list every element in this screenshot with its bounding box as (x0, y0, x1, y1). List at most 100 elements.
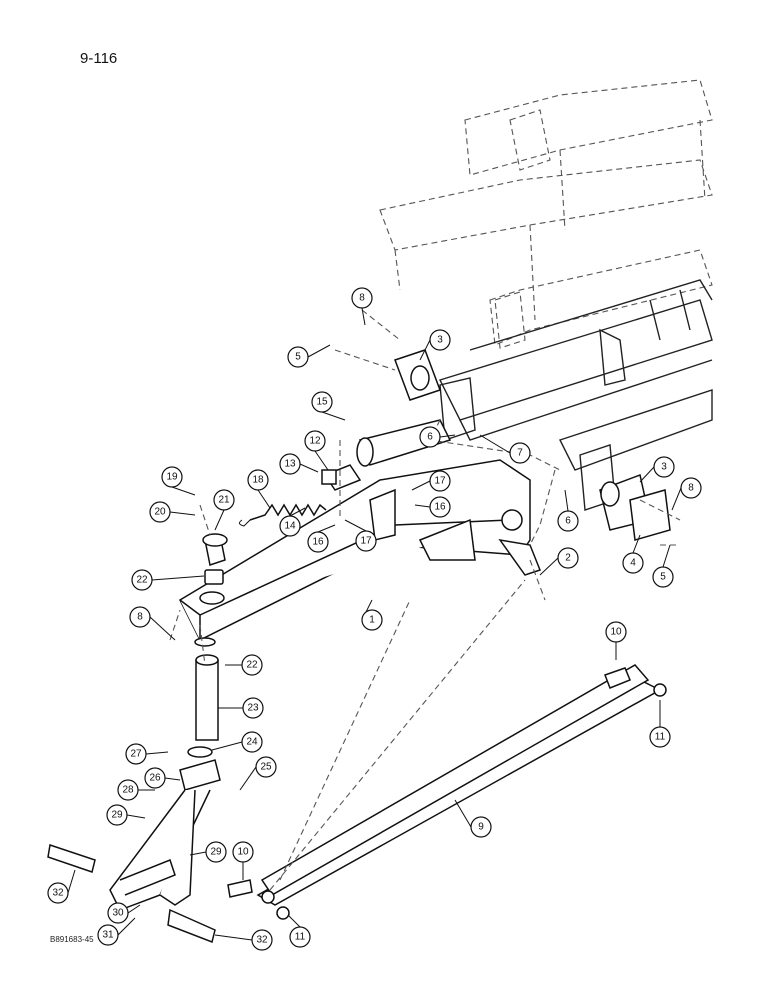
callout-number: 12 (309, 436, 321, 447)
callout-6: 6 (419, 426, 441, 448)
callout-circle (653, 456, 675, 478)
callout-27: 27 (125, 743, 147, 765)
callout-leader (189, 851, 207, 856)
callout-circle (107, 902, 129, 924)
callout-circle (419, 426, 441, 448)
callout-leader (639, 466, 655, 483)
callout-circle (307, 531, 329, 553)
callout-circle (287, 346, 309, 368)
callout-number: 16 (312, 537, 324, 548)
figure-code: B891683-45 (50, 935, 94, 944)
callout-2: 2 (557, 547, 579, 569)
callout-circle (311, 391, 333, 413)
callout-leader (257, 489, 271, 509)
callout-3: 3 (429, 329, 451, 351)
callout-circle (232, 841, 254, 863)
callout-circle (557, 547, 579, 569)
callout-number: 32 (52, 888, 64, 899)
callout-22: 22 (241, 654, 263, 676)
callout-20: 20 (149, 501, 171, 523)
callout-8: 8 (351, 287, 373, 309)
callout-number: 5 (660, 572, 666, 583)
implement-frame-solid (439, 279, 713, 511)
callout-circle (622, 552, 644, 574)
callout-circle (106, 804, 128, 826)
callout-circle (509, 442, 531, 464)
callout-14: 14 (279, 515, 301, 537)
callout-circle (470, 816, 492, 838)
callout-number: 14 (284, 521, 296, 532)
mounting-bracket-upper (394, 349, 441, 401)
callout-leader (321, 411, 346, 421)
callout-32: 32 (47, 882, 69, 904)
callout-6: 6 (557, 510, 579, 532)
callout-18: 18 (247, 469, 269, 491)
callout-leader (169, 511, 196, 516)
callout-number: 3 (437, 335, 443, 346)
callout-number: 19 (166, 472, 178, 483)
callout-circle (429, 496, 451, 518)
callout-number: 7 (517, 448, 523, 459)
callout-number: 4 (630, 558, 636, 569)
callout-number: 3 (661, 462, 667, 473)
spring-bracket (321, 464, 362, 491)
callout-3: 3 (653, 456, 675, 478)
callout-leader (145, 751, 169, 755)
callout-leader (632, 534, 641, 554)
callout-number: 17 (360, 536, 372, 547)
callout-circle (161, 466, 183, 488)
callout-number: 15 (316, 397, 328, 408)
callout-circle (144, 767, 166, 789)
callout-number: 11 (655, 732, 666, 743)
callout-leader (454, 799, 472, 828)
callout-30: 30 (107, 902, 129, 924)
callout-number: 2 (565, 553, 571, 564)
callout-number: 23 (247, 703, 259, 714)
callout-8: 8 (680, 477, 702, 499)
callout-number: 29 (210, 847, 222, 858)
callout-16: 16 (307, 531, 329, 553)
callout-number: 22 (246, 660, 258, 671)
callout-number: 6 (427, 432, 433, 443)
callout-leader (214, 509, 225, 531)
callout-number: 9 (478, 822, 484, 833)
callout-leader (211, 741, 243, 751)
callout-number: 8 (688, 483, 694, 494)
callout-10: 10 (605, 621, 627, 643)
drawbar (256, 579, 667, 906)
callout-25: 25 (255, 756, 277, 778)
callout-26: 26 (144, 767, 166, 789)
callout-number: 10 (610, 627, 622, 638)
callout-32: 32 (251, 929, 273, 951)
callout-circle (429, 470, 451, 492)
bolt-upper (604, 667, 631, 689)
spindle-left (47, 844, 96, 873)
callout-leader (299, 463, 319, 473)
callout-circle (125, 743, 147, 765)
mounting-bracket-lower (599, 473, 671, 541)
callout-number: 18 (252, 475, 264, 486)
callout-16: 16 (429, 496, 451, 518)
callout-5: 5 (287, 346, 309, 368)
callout-circle (242, 697, 264, 719)
callout-circle (129, 606, 151, 628)
bolt-lower (227, 879, 290, 920)
callout-circle (213, 489, 235, 511)
callout-circle (652, 566, 674, 588)
callout-leader (314, 450, 329, 471)
callout-29: 29 (205, 841, 227, 863)
callout-circle (680, 477, 702, 499)
callout-13: 13 (279, 453, 301, 475)
callout-circle (251, 929, 273, 951)
callout-9: 9 (470, 816, 492, 838)
callout-leader (479, 434, 511, 454)
callout-leader (289, 507, 306, 517)
callout-number: 27 (130, 749, 142, 760)
callout-leader (117, 917, 136, 936)
callout-circle (241, 654, 263, 676)
callout-number: 22 (136, 575, 148, 586)
callout-circle (47, 882, 69, 904)
callout-circle (131, 569, 153, 591)
callout-number: 31 (102, 930, 114, 941)
